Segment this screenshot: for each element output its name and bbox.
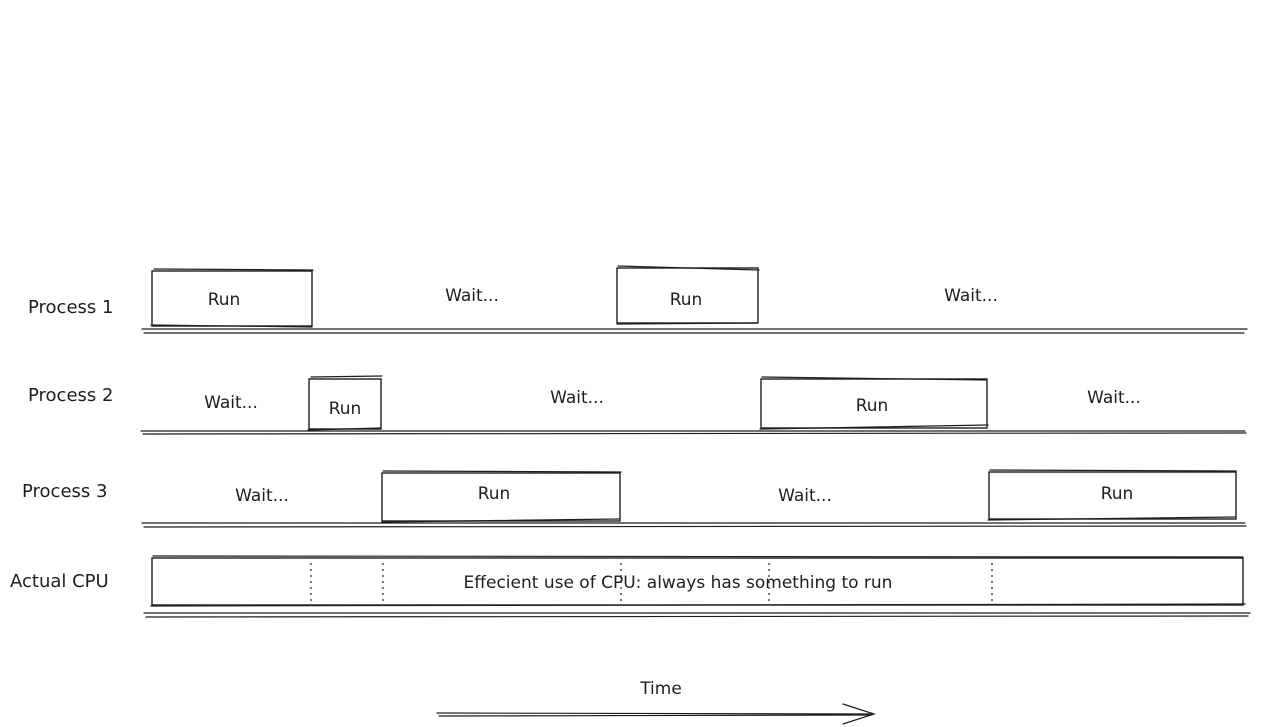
process-1-run-box-2-sketch — [616, 265, 760, 325]
process-2-row: Process 2 Wait... Run Wait... Run Wait..… — [28, 375, 1247, 435]
process-3-baseline — [141, 522, 1247, 528]
process-1-label: Process 1 — [28, 297, 113, 318]
process-2-run-box-2-sketch — [759, 376, 989, 430]
process-3-segment-2: Run — [478, 484, 511, 504]
process-2-segment-5: Wait... — [1087, 388, 1141, 408]
process-3-segment-1: Wait... — [235, 486, 289, 506]
process-1-segment-4: Wait... — [944, 286, 998, 306]
process-3-segment-3: Wait... — [778, 486, 832, 506]
time-arrow-shaft — [436, 712, 873, 717]
process-1-segment-3: Run — [670, 290, 703, 310]
process-3-row: Process 3 Wait... Run Wait... Run — [22, 469, 1247, 528]
process-3-segment-4: Run — [1101, 484, 1134, 504]
process-2-segment-3: Wait... — [550, 388, 604, 408]
process-2-baseline — [140, 430, 1247, 435]
process-1-segment-2: Wait... — [445, 286, 499, 306]
process-2-segment-4: Run — [856, 396, 889, 416]
process-2-label: Process 2 — [28, 385, 113, 406]
cpu-row: Actual CPU Effecient use of CPU: always … — [10, 555, 1251, 618]
cpu-bar-sketch — [150, 555, 1246, 607]
time-label: Time — [639, 679, 682, 699]
process-2-segment-2: Run — [329, 399, 362, 419]
time-arrow-head — [842, 703, 876, 725]
process-3-run-box-2-sketch — [987, 469, 1237, 521]
process-1-baseline — [141, 328, 1248, 334]
process-1-segment-1: Run — [208, 290, 241, 310]
process-2-segment-1: Wait... — [204, 393, 258, 413]
cpu-label: Actual CPU — [10, 571, 109, 592]
process-3-run-box-1-sketch — [381, 470, 622, 523]
process-1-run-box-1-sketch — [150, 268, 314, 328]
cpu-baseline — [143, 612, 1251, 618]
time-axis: Time — [436, 679, 876, 725]
process-2-run-box-1-sketch — [307, 375, 383, 431]
process-3-label: Process 3 — [22, 481, 107, 502]
cpu-description: Effecient use of CPU: always has somethi… — [464, 573, 893, 593]
process-1-row: Process 1 Run Wait... Run Wait... — [28, 265, 1248, 334]
